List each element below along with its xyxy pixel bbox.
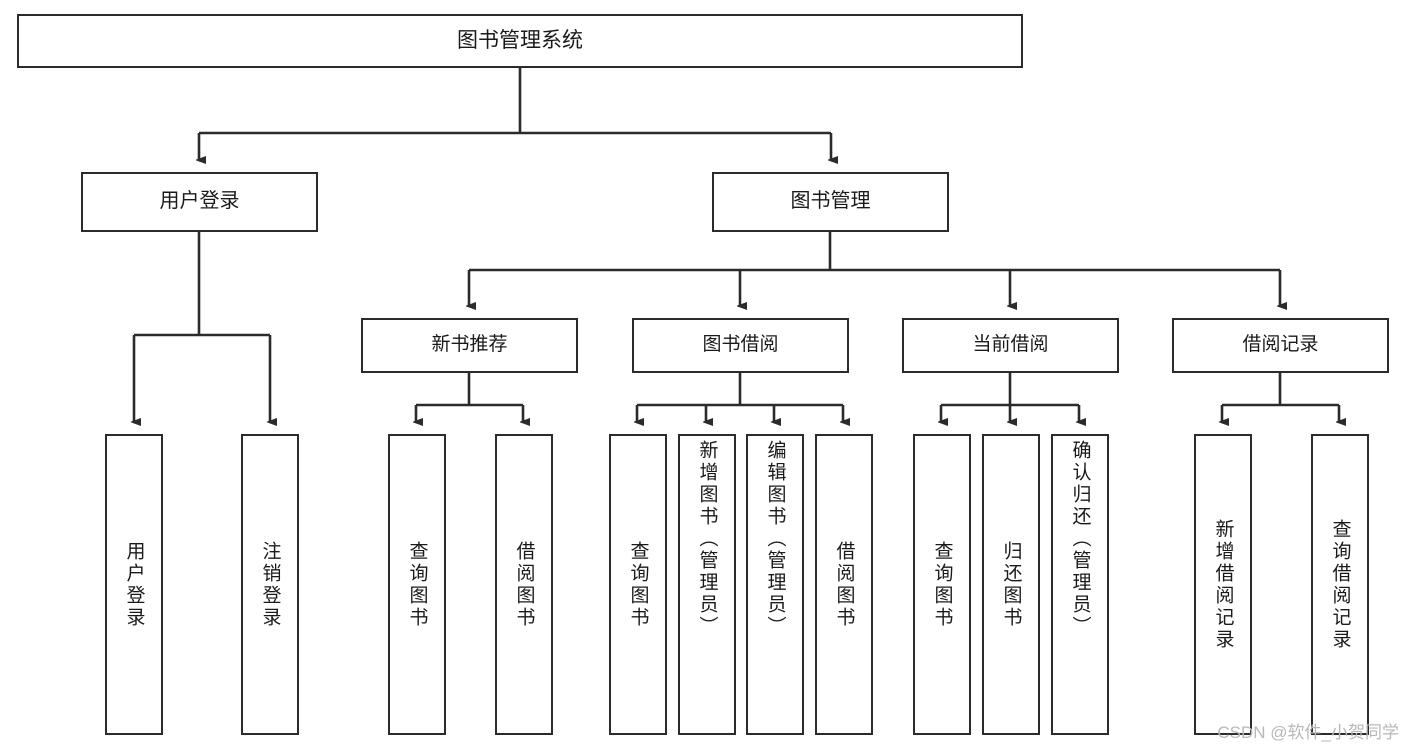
leaf-current-query-book[interactable]: 查询图书 xyxy=(913,434,971,735)
leaf-current-return-book[interactable]: 归还图书 xyxy=(982,434,1040,735)
leaf-user-login-login[interactable]: 用户登录 xyxy=(105,434,163,735)
node-root[interactable]: 图书管理系统 xyxy=(17,14,1023,68)
leaf-record-query-record[interactable]: 查询借阅记录 xyxy=(1311,434,1369,735)
leaf-record-add-record[interactable]: 新增借阅记录 xyxy=(1194,434,1252,735)
node-current-borrow[interactable]: 当前借阅 xyxy=(902,318,1119,373)
leaf-borrow-query-book[interactable]: 查询图书 xyxy=(609,434,667,735)
node-borrow-record-label: 借阅记录 xyxy=(1242,334,1319,356)
watermark: CSDN @软件_小贺同学 xyxy=(1217,723,1399,742)
node-new-book-recommend[interactable]: 新书推荐 xyxy=(361,318,578,373)
leaf-borrow-borrow-book[interactable]: 借阅图书 xyxy=(815,434,873,735)
node-book-management-label: 图书管理 xyxy=(790,190,871,213)
node-borrow-record[interactable]: 借阅记录 xyxy=(1172,318,1389,373)
node-user-login-label: 用户登录 xyxy=(159,190,240,213)
node-root-label: 图书管理系统 xyxy=(457,28,583,52)
node-new-book-recommend-label: 新书推荐 xyxy=(431,334,508,356)
leaf-new-book-borrow[interactable]: 借阅图书 xyxy=(495,434,553,735)
leaf-current-confirm-return-admin[interactable]: 确认归还（管理员） xyxy=(1051,434,1109,735)
leaf-new-book-query[interactable]: 查询图书 xyxy=(388,434,446,735)
node-book-borrow-label: 图书借阅 xyxy=(702,334,779,356)
leaf-borrow-edit-book-admin[interactable]: 编辑图书（管理员） xyxy=(746,434,804,735)
node-user-login[interactable]: 用户登录 xyxy=(81,172,318,232)
node-book-management[interactable]: 图书管理 xyxy=(712,172,949,232)
leaf-borrow-add-book-admin[interactable]: 新增图书（管理员） xyxy=(678,434,736,735)
node-book-borrow[interactable]: 图书借阅 xyxy=(632,318,849,373)
leaf-user-login-logout[interactable]: 注销登录 xyxy=(241,434,299,735)
node-current-borrow-label: 当前借阅 xyxy=(972,334,1049,356)
